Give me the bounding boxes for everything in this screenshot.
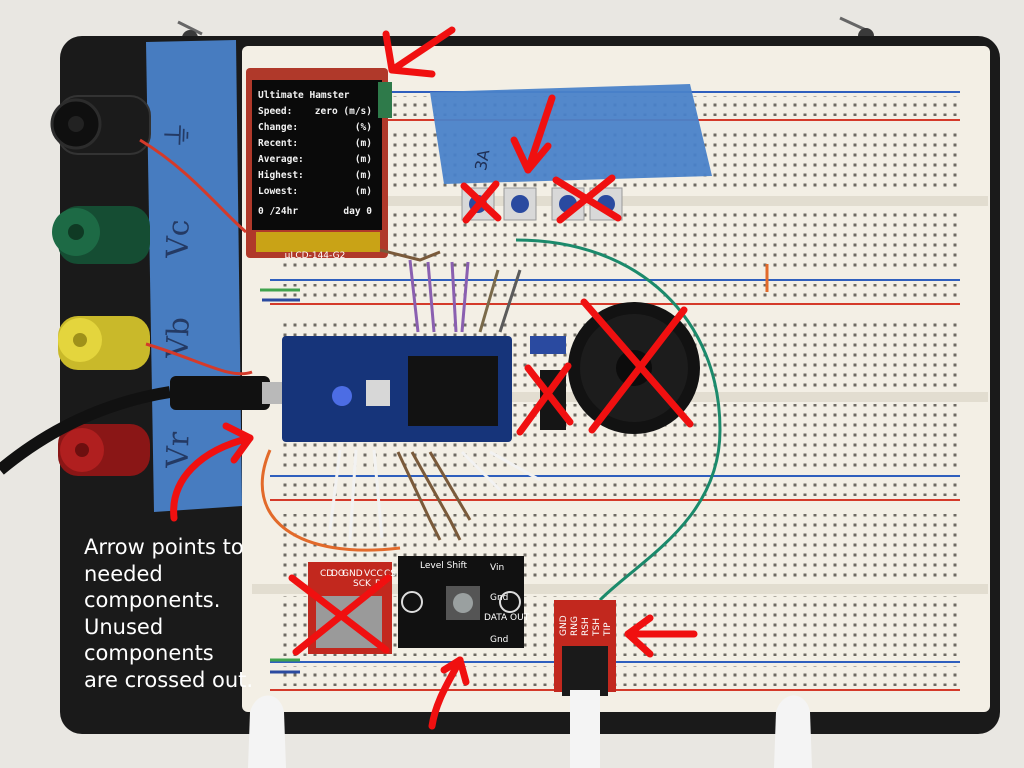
lcd-lowest-value: (m) <box>355 186 372 197</box>
transistor <box>530 336 566 354</box>
tape-label-vb: Vb <box>160 317 196 360</box>
lcd-speed-label: Speed: <box>258 106 292 117</box>
tape-label-vc: Vc <box>160 219 196 260</box>
lcd-recent-value: (m) <box>355 138 372 149</box>
lcd-speed-value: zero (m/s) <box>315 106 372 117</box>
level-pin-gnd-2: Gnd <box>490 635 508 645</box>
annotation-caption: Arrow points to needed components. Unuse… <box>84 535 254 692</box>
mount-clip-left <box>248 695 286 768</box>
trs-pin-rsh: RSH <box>581 617 591 636</box>
cross-left-button <box>460 180 502 224</box>
lcd-footer-left: 0 /24hr <box>258 206 298 217</box>
lcd-lowest-label: Lowest: <box>258 186 298 197</box>
lcd-module: µLCD-144-G2 <box>246 68 392 261</box>
hole-grid-5 <box>280 514 960 580</box>
cross-regulator <box>516 362 574 436</box>
binding-post-green <box>52 206 150 264</box>
audio-cable <box>570 690 600 768</box>
binding-post-yellow <box>58 316 150 370</box>
hole-grid-6 <box>280 596 960 656</box>
sd-pin-gnd: GND <box>342 569 363 579</box>
usb-plug <box>170 376 270 410</box>
binding-post-red <box>58 424 150 476</box>
tape-label-vr: Vr <box>160 431 196 470</box>
arrow-button <box>510 94 556 174</box>
tape-label-ground: ⏚ <box>161 119 197 150</box>
jumper-wires <box>139 138 769 674</box>
level-pin-vin: Vin <box>490 563 504 573</box>
binding-post-black <box>50 95 151 155</box>
lcd-change-label: Change: <box>258 122 298 133</box>
arrow-lcd <box>382 26 456 78</box>
level-pin-gnd: Gnd <box>490 593 508 603</box>
trs-breakout <box>554 600 616 696</box>
sd-pin-sck: SCK <box>353 579 372 589</box>
level-pin-data-out: DATA OUT <box>484 613 530 623</box>
lcd-title: Ultimate Hamster <box>258 90 350 101</box>
lcd-average-value: (m) <box>355 154 372 165</box>
lcd-average-label: Average: <box>258 154 304 165</box>
lcd-highest-label: Highest: <box>258 170 304 181</box>
pushbutton-middle <box>503 187 537 221</box>
tape-strip-top <box>430 84 712 184</box>
sd-pin-vcc: VCC <box>364 569 383 579</box>
sd-pin-cd: CD <box>320 569 333 579</box>
tape-note: 3A <box>471 148 493 172</box>
sd-pin-do: DO <box>331 569 345 579</box>
mount-clip-right <box>774 695 812 768</box>
arrow-level-shifter <box>428 656 470 730</box>
lcd-highest-value: (m) <box>355 170 372 181</box>
arrow-mbed <box>170 422 254 522</box>
microcontroller-board <box>282 336 512 442</box>
trs-pin-rng: RNG <box>570 616 580 636</box>
trs-pin-tip: TIP <box>603 622 613 637</box>
arrow-trs <box>624 614 698 658</box>
trs-pin-tsh: TSH <box>592 618 602 637</box>
level-shifter-breakout <box>398 556 524 648</box>
sd-pin-cs: CS <box>384 569 396 579</box>
trs-pin-gnd: GND <box>559 615 569 636</box>
lcd-module-label: µLCD-144-G2 <box>285 251 346 261</box>
usb-cable <box>0 386 171 475</box>
lcd-change-value: (%) <box>355 122 372 133</box>
cross-sd-card <box>288 574 392 656</box>
cross-speaker <box>580 298 694 434</box>
cross-right-buttons <box>552 174 622 224</box>
level-name: Level Shift <box>420 561 468 571</box>
lcd-recent-label: Recent: <box>258 138 298 149</box>
lcd-footer-right: day 0 <box>343 206 372 217</box>
